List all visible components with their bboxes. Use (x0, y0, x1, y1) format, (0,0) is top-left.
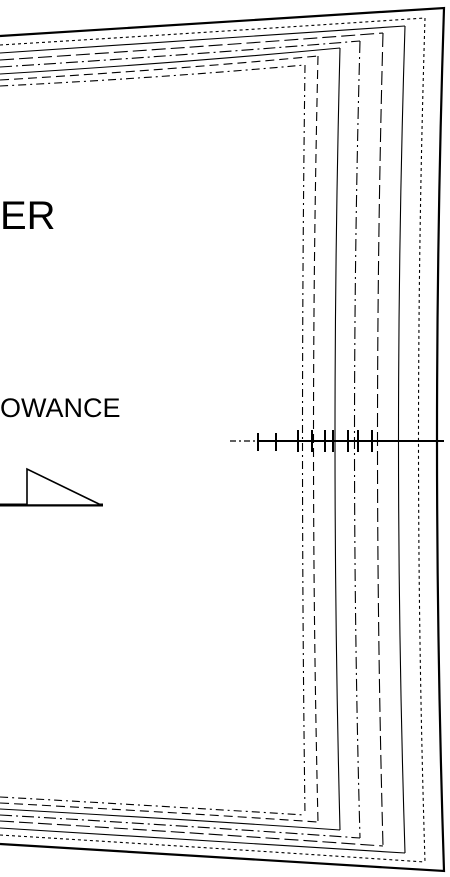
size-line-right-4 (353, 40, 361, 839)
size-line-bottom-5 (0, 808, 341, 831)
seam-allowance-label: OWANCE (0, 393, 121, 423)
outer-cut-line (0, 6, 446, 873)
size-line-top-6 (0, 55, 319, 81)
size-line-bottom-3 (0, 820, 384, 847)
size-line-bottom-7 (0, 796, 306, 816)
size-line-top-1 (0, 17, 426, 46)
size-line-bottom-4 (0, 814, 361, 839)
size-line-top-3 (0, 32, 384, 61)
size-line-bottom-6 (0, 802, 319, 823)
size-line-right-2 (397, 25, 406, 854)
size-line-top-4 (0, 40, 361, 68)
notch-ticks (257, 430, 373, 452)
size-line-right-6 (312, 55, 319, 823)
size-line-bottom-2 (0, 827, 406, 854)
size-line-top-2 (0, 25, 406, 54)
size-line-right-7 (301, 64, 306, 816)
size-line-top-7 (0, 64, 306, 87)
size-line-right-3 (376, 32, 384, 847)
size-line-top-5 (0, 47, 341, 75)
grainline-arrow-icon (26, 467, 102, 506)
pattern-piece-label: ER (0, 194, 56, 238)
size-line-right-5 (334, 47, 341, 831)
size-line-bottom-1 (0, 834, 426, 863)
